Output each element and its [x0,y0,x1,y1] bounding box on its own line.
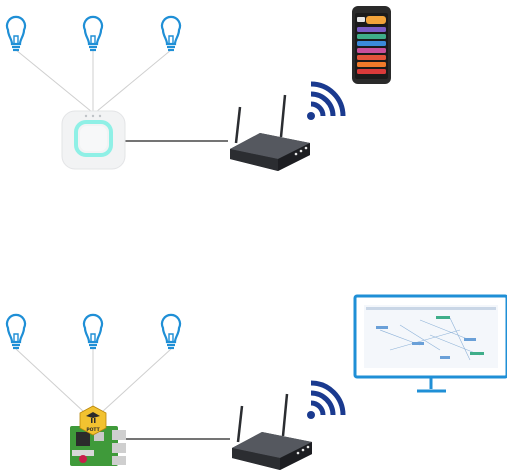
link-line [101,348,172,413]
link-line [95,49,172,113]
link-line [15,49,93,113]
top-network [5,6,391,173]
monitor-dashboard-icon [353,294,507,393]
lightbulb-icon [82,15,104,52]
lightbulb-icon [5,313,27,350]
top-bulb-links [15,49,172,113]
link-line [15,348,85,413]
lightbulb-icon [160,313,182,350]
lightbulb-icon [5,15,27,52]
bottom-network: POTT [5,294,507,471]
lightbulb-icon [160,15,182,52]
hue-bridge-icon [61,110,126,170]
wifi-icon [307,383,343,419]
raspberry-pi-icon [70,426,126,466]
bottom-bulb-links [15,348,172,413]
router-icon [230,392,314,471]
router-icon [228,93,312,173]
pott-badge: POTT [79,405,107,436]
badge-label: POTT [86,427,100,433]
wifi-icon [307,84,343,120]
lightbulb-icon [82,313,104,350]
smartphone-app-icon [352,6,391,84]
